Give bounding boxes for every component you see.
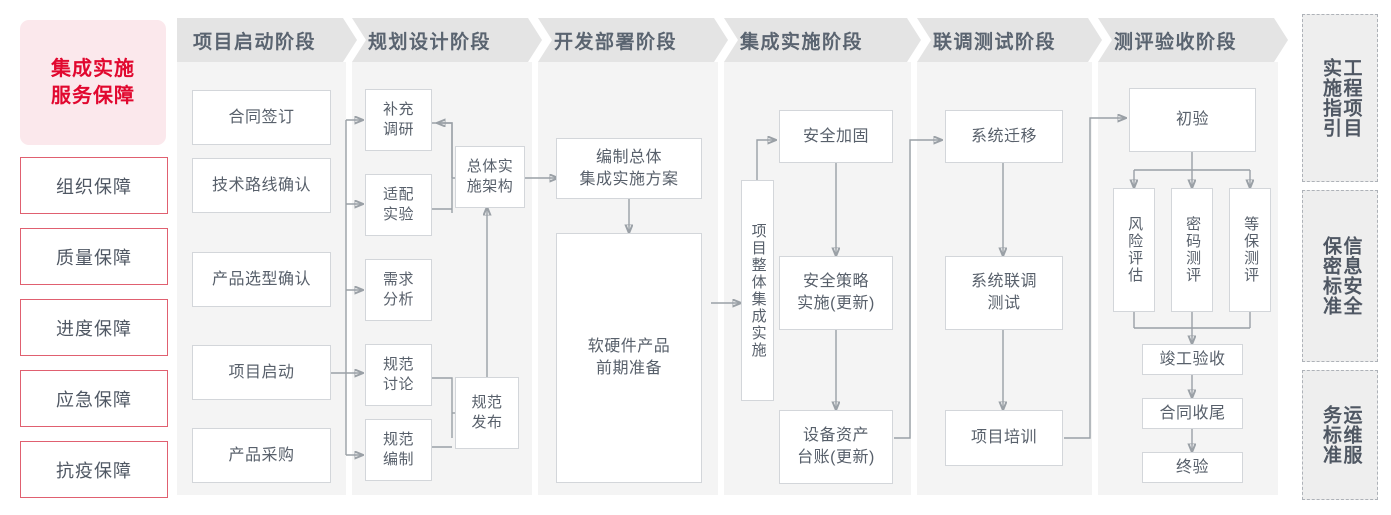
node-cryptography-evaluation[interactable]: 密码测评 <box>1171 188 1213 312</box>
node-project-training[interactable]: 项目培训 <box>945 410 1063 466</box>
node-project-kickoff[interactable]: 项目启动 <box>192 345 331 400</box>
node-security-hardening[interactable]: 安全加固 <box>779 110 893 163</box>
phase-header-5[interactable]: 测评验收阶段 <box>1098 18 1288 62</box>
node-spec-drafting[interactable]: 规范编制 <box>365 419 432 481</box>
guarantee-item-0[interactable]: 组织保障 <box>20 157 168 214</box>
guarantee-hero: 集成实施 服务保障 <box>20 20 166 145</box>
node-spec-release[interactable]: 规范发布 <box>455 377 519 449</box>
standard-label-1: 信息安全保密标准 <box>1320 236 1362 316</box>
node-draft-overall-integration-plan[interactable]: 编制总体集成实施方案 <box>556 138 702 199</box>
phase-header-4[interactable]: 联调测试阶段 <box>917 18 1102 62</box>
node-completion-acceptance[interactable]: 竣工验收 <box>1142 344 1243 375</box>
node-risk-assessment[interactable]: 风险评估 <box>1113 188 1155 312</box>
phase-header-0[interactable]: 项目启动阶段 <box>177 18 357 62</box>
guarantee-item-2[interactable]: 进度保障 <box>20 299 168 356</box>
node-contract-signing[interactable]: 合同签订 <box>192 90 331 145</box>
phase-header-1[interactable]: 规划设计阶段 <box>352 18 542 62</box>
standard-label-0: 工程项目实施指引 <box>1320 58 1362 138</box>
node-product-procurement[interactable]: 产品采购 <box>192 428 331 483</box>
standard-item-project-guideline[interactable]: 工程项目实施指引 <box>1302 14 1378 182</box>
phase-header-label-3: 集成实施阶段 <box>740 31 864 53</box>
standard-label-2: 运维服务标准 <box>1320 405 1362 465</box>
node-mlps-evaluation[interactable]: 等保测评 <box>1229 188 1271 312</box>
phase-header-2[interactable]: 开发部署阶段 <box>538 18 728 62</box>
guarantee-item-4[interactable]: 抗疫保障 <box>20 441 168 498</box>
phase-header-label-5: 测评验收阶段 <box>1114 31 1238 53</box>
node-spec-discussion[interactable]: 规范讨论 <box>365 344 432 406</box>
node-asset-ledger-update[interactable]: 设备资产台账(更新) <box>779 410 893 484</box>
node-product-selection-confirm[interactable]: 产品选型确认 <box>192 252 331 307</box>
phase-header-label-0: 项目启动阶段 <box>193 31 317 53</box>
node-contract-closeout[interactable]: 合同收尾 <box>1142 398 1243 429</box>
phase-header-label-1: 规划设计阶段 <box>368 31 492 53</box>
node-final-acceptance[interactable]: 终验 <box>1142 452 1243 483</box>
node-requirement-analysis[interactable]: 需求分析 <box>365 259 432 321</box>
node-initial-acceptance[interactable]: 初验 <box>1129 88 1256 152</box>
node-overall-project-integration[interactable]: 项目整体集成实施 <box>741 180 774 401</box>
standard-item-om-service[interactable]: 运维服务标准 <box>1302 370 1378 500</box>
phase-header-3[interactable]: 集成实施阶段 <box>724 18 921 62</box>
node-supplementary-research[interactable]: 补充调研 <box>365 89 432 151</box>
phase-header-label-2: 开发部署阶段 <box>554 31 678 53</box>
node-overall-implementation-architecture[interactable]: 总体实施架构 <box>455 146 525 208</box>
phase-header-label-4: 联调测试阶段 <box>933 31 1057 53</box>
node-security-policy-implementation[interactable]: 安全策略实施(更新) <box>779 256 893 330</box>
guarantee-item-3[interactable]: 应急保障 <box>20 370 168 427</box>
node-system-joint-debug-test[interactable]: 系统联调测试 <box>945 256 1063 330</box>
standard-item-security-confidentiality[interactable]: 信息安全保密标准 <box>1302 190 1378 362</box>
node-tech-route-confirm[interactable]: 技术路线确认 <box>192 158 331 213</box>
guarantee-hero-line2: 服务保障 <box>51 84 135 107</box>
guarantee-item-1[interactable]: 质量保障 <box>20 228 168 285</box>
node-hardware-software-preparation[interactable]: 软硬件产品前期准备 <box>556 233 702 483</box>
node-adaptation-experiment[interactable]: 适配实验 <box>365 174 432 236</box>
node-system-migration[interactable]: 系统迁移 <box>945 110 1063 163</box>
guarantee-hero-line1: 集成实施 <box>51 57 135 80</box>
